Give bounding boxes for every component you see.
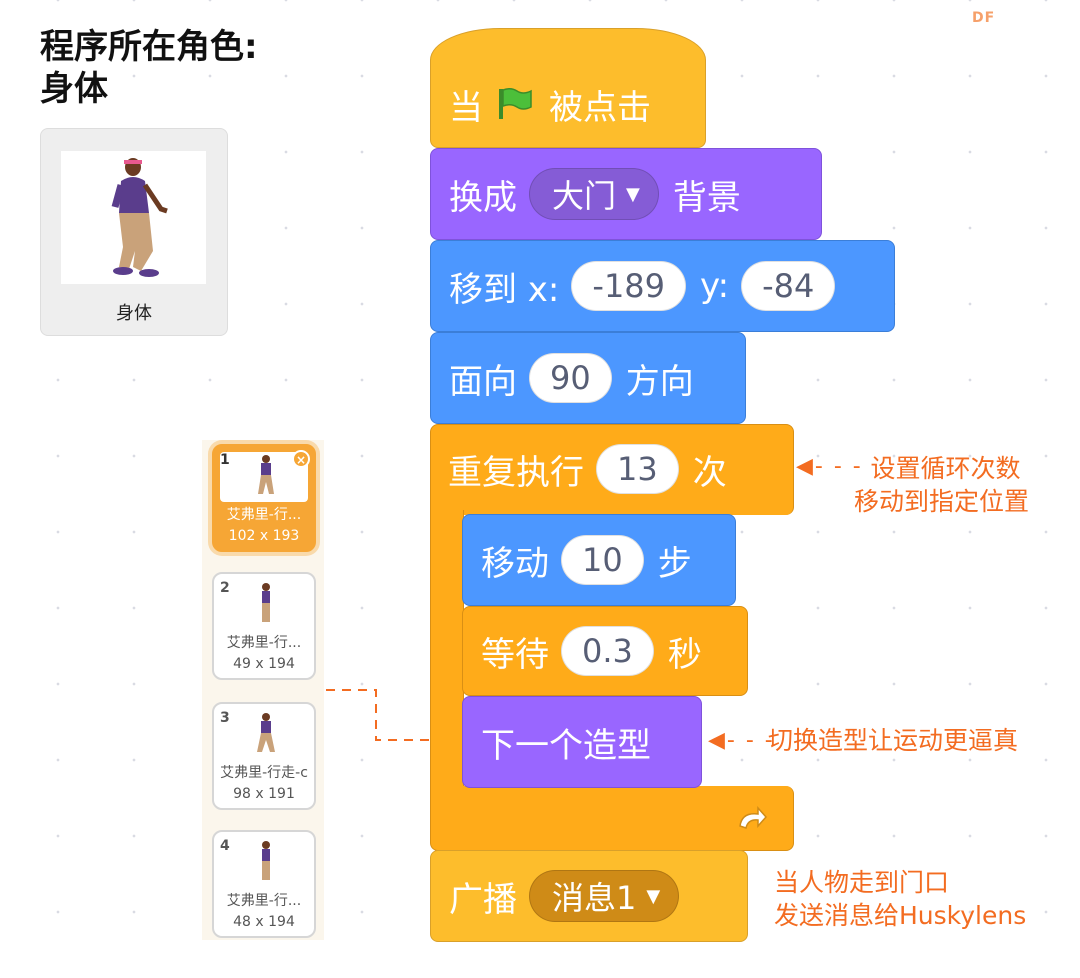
costume-name: 艾弗里-行...: [226, 635, 302, 651]
wait-block[interactable]: 等待 0.3 秒: [462, 606, 748, 696]
costume-size: 98 x 191: [233, 786, 295, 802]
backdrop-dropdown[interactable]: 大门 ▼: [529, 168, 659, 220]
costume-arrow-icon: ◀- - -: [708, 728, 775, 753]
delete-costume-icon[interactable]: ×: [292, 450, 310, 468]
backdrop-label: 背景: [672, 177, 741, 218]
goto-x-label: 移到 x:: [449, 269, 560, 310]
point-direction-block[interactable]: 面向 90 方向: [430, 332, 746, 424]
steps-input[interactable]: 10: [561, 535, 644, 585]
costume-figure-icon: [262, 583, 270, 622]
character-figure-icon: [111, 158, 168, 277]
broadcast-block[interactable]: 广播 消息1 ▼: [430, 850, 748, 942]
repeat-arrow-icon: ◀- - -: [796, 454, 863, 479]
clicked-label: 被点击: [549, 87, 651, 128]
broadcast-annotation: 当人物走到门口 发送消息给Huskylens: [774, 866, 1026, 932]
sprite-name: 身体: [116, 303, 152, 324]
sprite-title-line2: 身体: [40, 69, 108, 109]
costume-item-2[interactable]: 2 艾弗里-行... 49 x 194: [212, 572, 316, 680]
when-flag-clicked-block[interactable]: 当 被点击: [430, 28, 706, 148]
goto-xy-block[interactable]: 移到 x: -189 y: -84: [430, 240, 895, 332]
sprite-thumbnail: [61, 151, 206, 284]
message-dropdown[interactable]: 消息1 ▼: [529, 870, 680, 922]
steps-label: 步: [657, 543, 692, 584]
point-label: 面向: [449, 361, 517, 402]
repeat-note-line2: 移动到指定位置: [854, 487, 1030, 516]
x-input[interactable]: -189: [571, 261, 687, 311]
costume-size: 49 x 194: [233, 656, 295, 672]
next-costume-block[interactable]: 下一个造型: [462, 696, 702, 788]
broadcast-label: 广播: [449, 879, 517, 920]
wait-seconds-input[interactable]: 0.3: [561, 626, 654, 676]
repeat-arm: [430, 510, 464, 790]
direction-input[interactable]: 90: [529, 353, 612, 403]
move-label: 移动: [481, 543, 549, 584]
costume-figure-icon: [257, 713, 275, 752]
message-value: 消息1: [552, 879, 637, 917]
costume-size: 102 x 193: [228, 528, 300, 544]
costume-item-4[interactable]: 4 艾弗里-行... 48 x 194: [212, 830, 316, 938]
broadcast-note-line1: 当人物走到门口: [774, 868, 950, 897]
costume-number: 1: [220, 452, 230, 468]
times-label: 次: [692, 452, 727, 493]
when-label: 当: [449, 87, 483, 128]
move-steps-block[interactable]: 移动 10 步: [462, 514, 736, 606]
repeat-count-input[interactable]: 13: [596, 444, 679, 494]
green-flag-icon: [499, 87, 532, 119]
costume-number: 4: [220, 838, 230, 854]
repeat-annotation: 设置循环次数 移动到指定位置: [854, 452, 1029, 518]
costume-size: 48 x 194: [233, 914, 295, 930]
costume-figure-icon: [258, 455, 274, 494]
costume-item-1[interactable]: 1 × 艾弗里-行... 102 x 193: [212, 444, 316, 552]
switch-backdrop-block[interactable]: 换成 大门 ▼ 背景: [430, 148, 822, 240]
costume-figure-icon: [262, 841, 270, 880]
costume-name: 艾弗里-行...: [226, 507, 302, 523]
chevron-down-icon: ▼: [626, 183, 640, 205]
sprite-title: 程序所在角色: 身体: [40, 26, 258, 110]
costume-list: 1 × 艾弗里-行... 102 x 193 2 艾弗里-行... 49 x 1…: [202, 440, 324, 940]
sprite-title-line1: 程序所在角色:: [40, 27, 258, 67]
costume-name: 艾弗里-行走-c: [220, 765, 308, 781]
broadcast-note-line2: 发送消息给Huskylens: [774, 901, 1027, 930]
costume-number: 2: [220, 580, 230, 596]
loop-arrow-icon: [739, 806, 768, 829]
seconds-label: 秒: [667, 634, 702, 675]
costume-name: 艾弗里-行...: [226, 893, 302, 909]
direction-label: 方向: [625, 361, 694, 402]
chevron-down-icon: ▼: [646, 885, 661, 907]
repeat-note-line1: 设置循环次数: [870, 454, 1021, 483]
repeat-label: 重复执行: [448, 452, 584, 493]
goto-y-label: y:: [700, 266, 730, 306]
connector-line: [326, 689, 460, 741]
sprite-card[interactable]: 身体: [40, 128, 228, 336]
backdrop-value: 大门: [552, 177, 617, 215]
costume-annotation: 切换造型让运动更逼真: [768, 726, 1019, 755]
watermark-logo: DF: [972, 10, 996, 26]
y-input[interactable]: -84: [741, 261, 836, 311]
costume-number: 3: [220, 710, 230, 726]
costume-item-3[interactable]: 3 艾弗里-行走-c 98 x 191: [212, 702, 316, 810]
wait-label: 等待: [481, 634, 549, 675]
next-costume-label: 下一个造型: [481, 725, 651, 766]
switch-label: 换成: [449, 177, 517, 218]
